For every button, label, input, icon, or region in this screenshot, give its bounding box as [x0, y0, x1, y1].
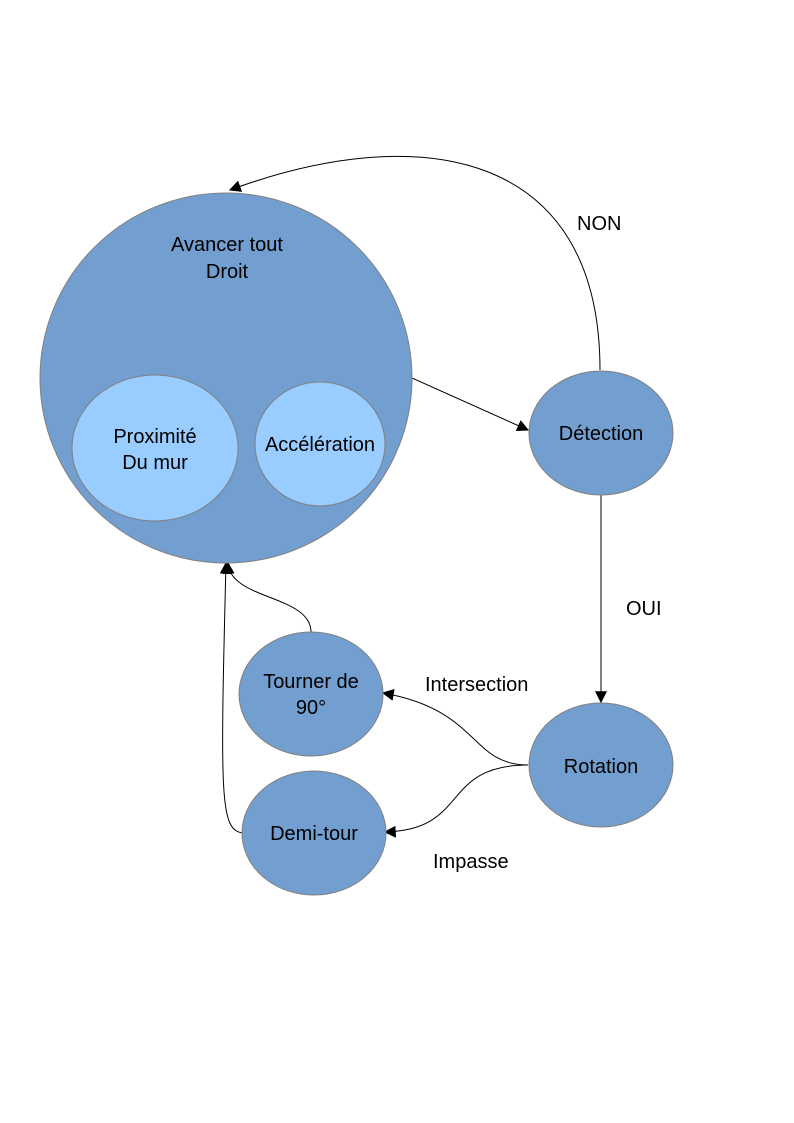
- edge-label-intersection: Intersection: [425, 674, 528, 696]
- substate-acceleration: [254, 381, 386, 507]
- state-avancer-label-line1: Avancer tout: [171, 234, 283, 256]
- edge-demitour-to-avancer: [219, 561, 244, 834]
- state-rotation-label: Rotation: [564, 756, 639, 778]
- state-avancer-label-line2: Droit: [206, 261, 249, 283]
- state-rotation: [528, 702, 674, 828]
- state-demitour-label: Demi-tour: [270, 823, 358, 845]
- state-tourner-de-90: [238, 631, 384, 757]
- edge-label-impasse: Impasse: [433, 851, 509, 873]
- state-detection-label: Détection: [559, 423, 644, 445]
- substate-acceleration-label: Accélération: [265, 434, 375, 456]
- state-tourner-label-line1: Tourner de: [263, 671, 359, 693]
- substate-proximite-label-line2: Du mur: [122, 452, 188, 474]
- edge-label-oui: OUI: [626, 598, 662, 620]
- substate-proximite-label-line1: Proximité: [113, 426, 196, 448]
- state-demi-tour: [241, 770, 387, 896]
- state-tourner-label-line2: 90°: [296, 697, 326, 719]
- edge-avancer-to-detection: [411, 377, 530, 432]
- edge-rotation-to-tourner: [381, 688, 529, 766]
- edge-detection-to-avancer: [228, 155, 601, 371]
- edge-label-non: NON: [577, 213, 621, 235]
- edge-rotation-to-demitour: [383, 764, 529, 838]
- state-detection: [528, 370, 674, 496]
- substate-proximite-du-mur: [71, 374, 239, 522]
- edge-tourner-to-avancer: [222, 561, 312, 633]
